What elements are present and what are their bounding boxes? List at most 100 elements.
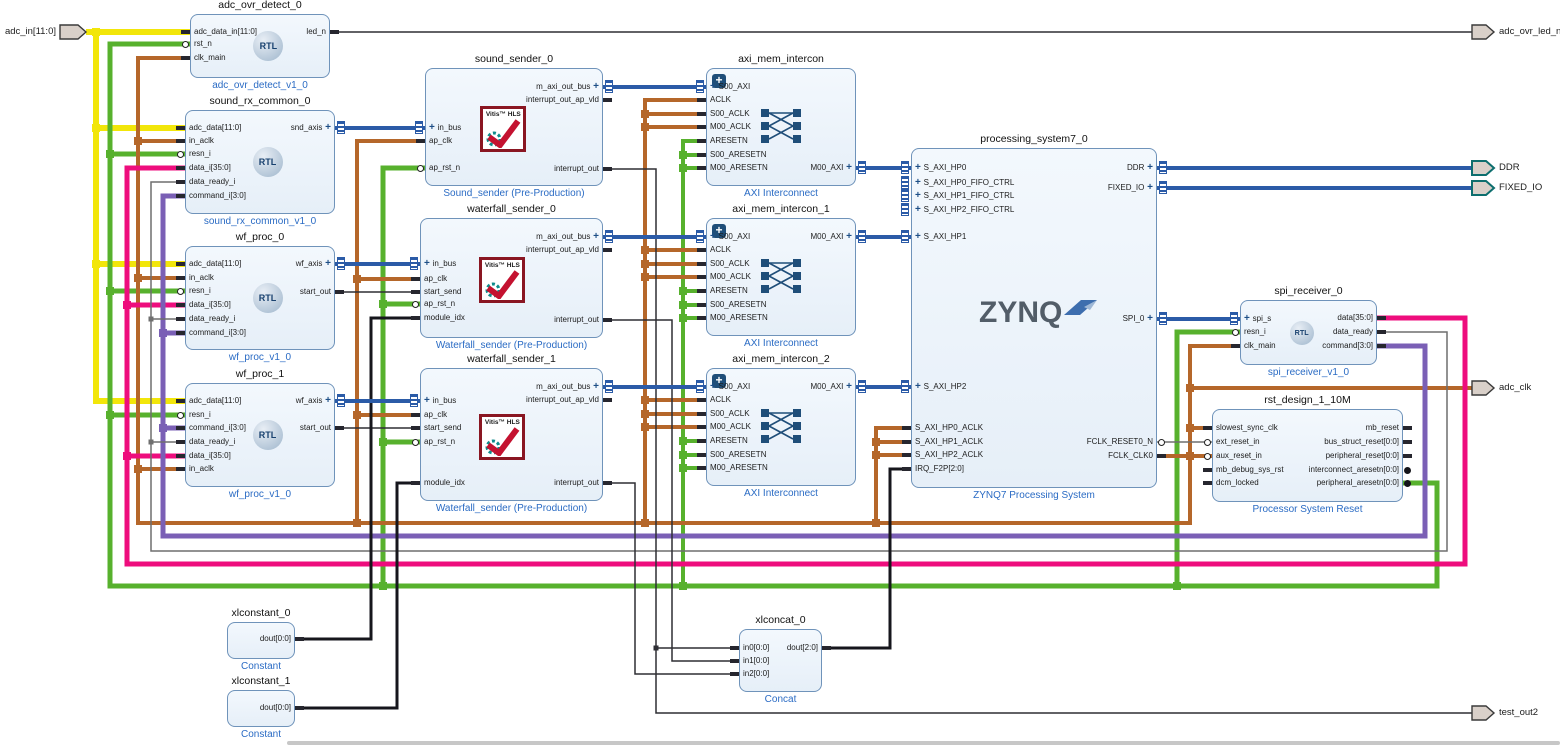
port-waterfall_sender_0-start_send[interactable]: start_send xyxy=(424,287,462,296)
port-rst_design_1_10M-interconnect_aresetn[0:0][interactable]: interconnect_aresetn[0:0] xyxy=(1308,465,1399,474)
port-waterfall_sender_0-module_idx[interactable]: module_idx xyxy=(424,313,465,322)
pin-stub[interactable] xyxy=(603,248,612,252)
pin-stub[interactable] xyxy=(697,398,706,402)
external-port-test_out2[interactable] xyxy=(1471,705,1496,721)
interface-plus-icon[interactable]: + xyxy=(710,81,719,92)
pin-stub[interactable] xyxy=(176,440,185,444)
port-axi_mem_intercon_2-S00_AXI[interactable]: + S00_AXI xyxy=(710,381,751,392)
pin-stub[interactable] xyxy=(181,30,190,34)
pin-stub[interactable] xyxy=(1403,440,1412,444)
external-port-DDR[interactable] xyxy=(1471,160,1496,176)
wire-brown[interactable] xyxy=(136,56,1240,525)
pin-stub[interactable] xyxy=(176,139,185,143)
interface-plus-icon[interactable]: + xyxy=(424,395,433,406)
interface-plus-icon[interactable]: + xyxy=(1144,162,1153,173)
port-wf_proc_1-start_out[interactable]: start_out xyxy=(299,423,331,432)
bus-connector[interactable] xyxy=(901,230,909,243)
pin-stub[interactable] xyxy=(181,56,190,60)
pin-stub[interactable] xyxy=(295,706,304,710)
port-sound_rx_common_0-resn_i[interactable]: resn_i xyxy=(189,149,211,158)
pin-stub[interactable] xyxy=(1403,426,1412,430)
port-processing_system7_0-FIXED_IO[interactable]: FIXED_IO + xyxy=(1107,182,1153,193)
pin-stub[interactable] xyxy=(1377,316,1386,320)
pin-stub[interactable] xyxy=(697,112,706,116)
external-port-adc_ovr_led_n[interactable] xyxy=(1471,24,1496,40)
pin-stub[interactable] xyxy=(1203,481,1212,485)
expand-block-button[interactable]: + xyxy=(712,374,726,388)
port-wf_proc_1-data_ready_i[interactable]: data_ready_i xyxy=(189,437,236,446)
port-spi_receiver_0-clk_main[interactable]: clk_main xyxy=(1244,341,1276,350)
port-processing_system7_0-FCLK_CLK0[interactable]: FCLK_CLK0 xyxy=(1108,451,1153,460)
pin-stub[interactable] xyxy=(1203,426,1212,430)
port-spi_receiver_0-command[3:0][interactable]: command[3:0] xyxy=(1322,341,1373,350)
pin-stub[interactable] xyxy=(697,275,706,279)
port-sound_sender_0-ap_clk[interactable]: ap_clk xyxy=(429,136,453,145)
wire-yellow[interactable] xyxy=(93,32,185,404)
port-axi_mem_intercon_1-S00_ACLK[interactable]: S00_ACLK xyxy=(710,259,750,268)
pin-stub[interactable] xyxy=(697,316,706,320)
bus-connector[interactable] xyxy=(858,230,866,243)
bus-connector[interactable] xyxy=(337,121,345,134)
port-processing_system7_0-S_AXI_HP2_ACLK[interactable]: S_AXI_HP2_ACLK xyxy=(915,450,984,459)
wire-green[interactable] xyxy=(1174,329,1240,586)
pin-stub[interactable] xyxy=(176,166,185,170)
bus-connector[interactable] xyxy=(696,230,704,243)
interface-plus-icon[interactable]: + xyxy=(915,204,924,215)
port-xlconstant_0-dout[0:0][interactable]: dout[0:0] xyxy=(259,634,291,643)
active-low-pin[interactable] xyxy=(417,164,424,172)
bus-connector[interactable] xyxy=(901,189,909,202)
port-wf_proc_0-data_ready_i[interactable]: data_ready_i xyxy=(189,314,236,323)
port-axi_mem_intercon-ARESETN[interactable]: ARESETN xyxy=(710,136,748,145)
port-processing_system7_0-S_AXI_HP0_FIFO_CTRL[interactable]: + S_AXI_HP0_FIFO_CTRL xyxy=(915,177,1015,188)
port-axi_mem_intercon-S00_ACLK[interactable]: S00_ACLK xyxy=(710,109,750,118)
pin-stub[interactable] xyxy=(697,466,706,470)
bus-connector[interactable] xyxy=(858,161,866,174)
pin-stub[interactable] xyxy=(697,289,706,293)
pin-stub[interactable] xyxy=(335,290,344,294)
pin-stub[interactable] xyxy=(176,426,185,430)
port-waterfall_sender_1-ap_clk[interactable]: ap_clk xyxy=(424,410,448,419)
active-low-pin[interactable] xyxy=(177,411,184,419)
port-processing_system7_0-S_AXI_HP1_FIFO_CTRL[interactable]: + S_AXI_HP1_FIFO_CTRL xyxy=(915,190,1015,201)
bus-connector[interactable] xyxy=(605,230,613,243)
pin-stub[interactable] xyxy=(411,426,420,430)
interface-plus-icon[interactable]: + xyxy=(1144,313,1153,324)
bus-connector[interactable] xyxy=(605,80,613,93)
port-processing_system7_0-SPI_0[interactable]: SPI_0 + xyxy=(1122,313,1153,324)
port-axi_mem_intercon_1-S00_ARESETN[interactable]: S00_ARESETN xyxy=(710,300,767,309)
port-adc_ovr_detect_0-led_n[interactable]: led_n xyxy=(306,27,326,36)
pin-stub[interactable] xyxy=(697,439,706,443)
port-axi_mem_intercon_1-ACLK[interactable]: ACLK xyxy=(710,245,731,254)
port-axi_mem_intercon-S00_AXI[interactable]: + S00_AXI xyxy=(710,81,751,92)
bus-connector[interactable] xyxy=(901,176,909,189)
wire-brown[interactable] xyxy=(874,426,911,523)
port-rst_design_1_10M-ext_reset_in[interactable]: ext_reset_in xyxy=(1216,437,1260,446)
bus-connector[interactable] xyxy=(605,380,613,393)
pin-stub[interactable] xyxy=(902,453,911,457)
bus-connector[interactable] xyxy=(1230,312,1238,325)
port-processing_system7_0-S_AXI_HP2[interactable]: + S_AXI_HP2 xyxy=(915,381,967,392)
pin-stub[interactable] xyxy=(822,646,831,650)
scrollbar-horizontal[interactable] xyxy=(287,741,1560,745)
port-waterfall_sender_1-start_send[interactable]: start_send xyxy=(424,423,462,432)
active-low-pin[interactable] xyxy=(177,287,184,295)
port-sound_sender_0-interrupt_out_ap_vld[interactable]: interrupt_out_ap_vld xyxy=(526,95,599,104)
wire-dark[interactable] xyxy=(603,482,739,675)
expand-block-button[interactable]: + xyxy=(712,74,726,88)
active-low-pin[interactable] xyxy=(1158,438,1165,446)
pin-stub[interactable] xyxy=(1377,344,1386,348)
bus-connector[interactable] xyxy=(1159,181,1167,194)
pin-stub[interactable] xyxy=(697,262,706,266)
block-sound_sender_0[interactable] xyxy=(425,68,603,186)
pin-stub[interactable] xyxy=(603,167,612,171)
pin-stub[interactable] xyxy=(697,139,706,143)
pin-stub[interactable] xyxy=(176,399,185,403)
bus-connector[interactable] xyxy=(696,380,704,393)
port-waterfall_sender_1-in_bus[interactable]: + in_bus xyxy=(424,395,457,406)
pin-stub[interactable] xyxy=(176,126,185,130)
interface-plus-icon[interactable]: + xyxy=(843,231,852,242)
port-waterfall_sender_0-interrupt_out_ap_vld[interactable]: interrupt_out_ap_vld xyxy=(526,245,599,254)
port-processing_system7_0-S_AXI_HP1[interactable]: + S_AXI_HP1 xyxy=(915,231,967,242)
interface-plus-icon[interactable]: + xyxy=(915,231,924,242)
pin-stub[interactable] xyxy=(176,194,185,198)
